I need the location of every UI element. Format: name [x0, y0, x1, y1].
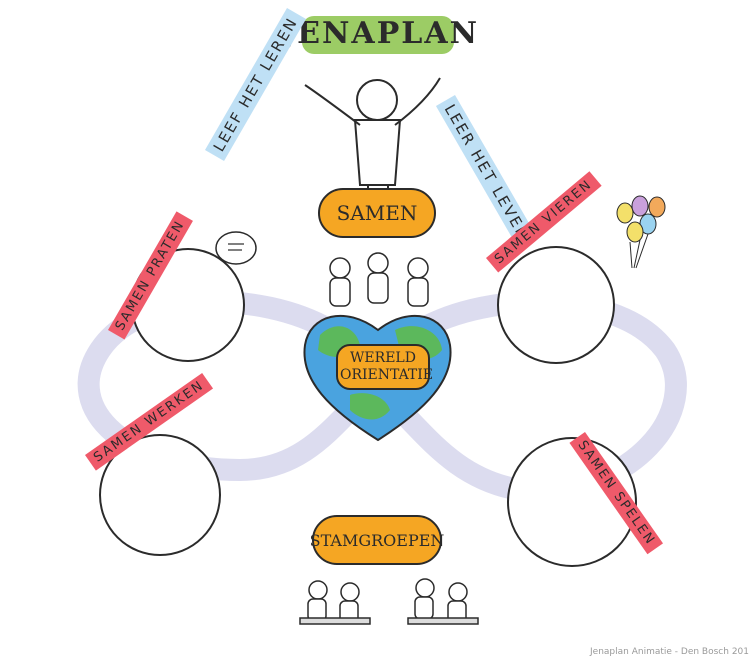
heart-label-line2: ORIENTATIE [340, 367, 434, 383]
credit-text: Jenaplan Animatie - Den Bosch 201 [590, 647, 749, 657]
stamgroep-children-icon [299, 578, 479, 625]
page-title: JENAPLAN [280, 15, 480, 51]
pill-samen: SAMEN [318, 188, 436, 238]
central-figure-icon [304, 77, 441, 195]
heart-label-line1: WERELD [350, 350, 416, 366]
balloons-icon [616, 195, 666, 269]
circle-samen-vieren [497, 246, 615, 364]
children-group-icon [329, 252, 429, 307]
title-highlight [302, 16, 454, 54]
circle-samen-werken [99, 434, 221, 556]
speech-bubble-icon [215, 231, 257, 265]
heart-label: WERELD ORIENTATIE [336, 344, 434, 390]
pill-stamgroepen: STAMGROEPEN [310, 515, 444, 565]
